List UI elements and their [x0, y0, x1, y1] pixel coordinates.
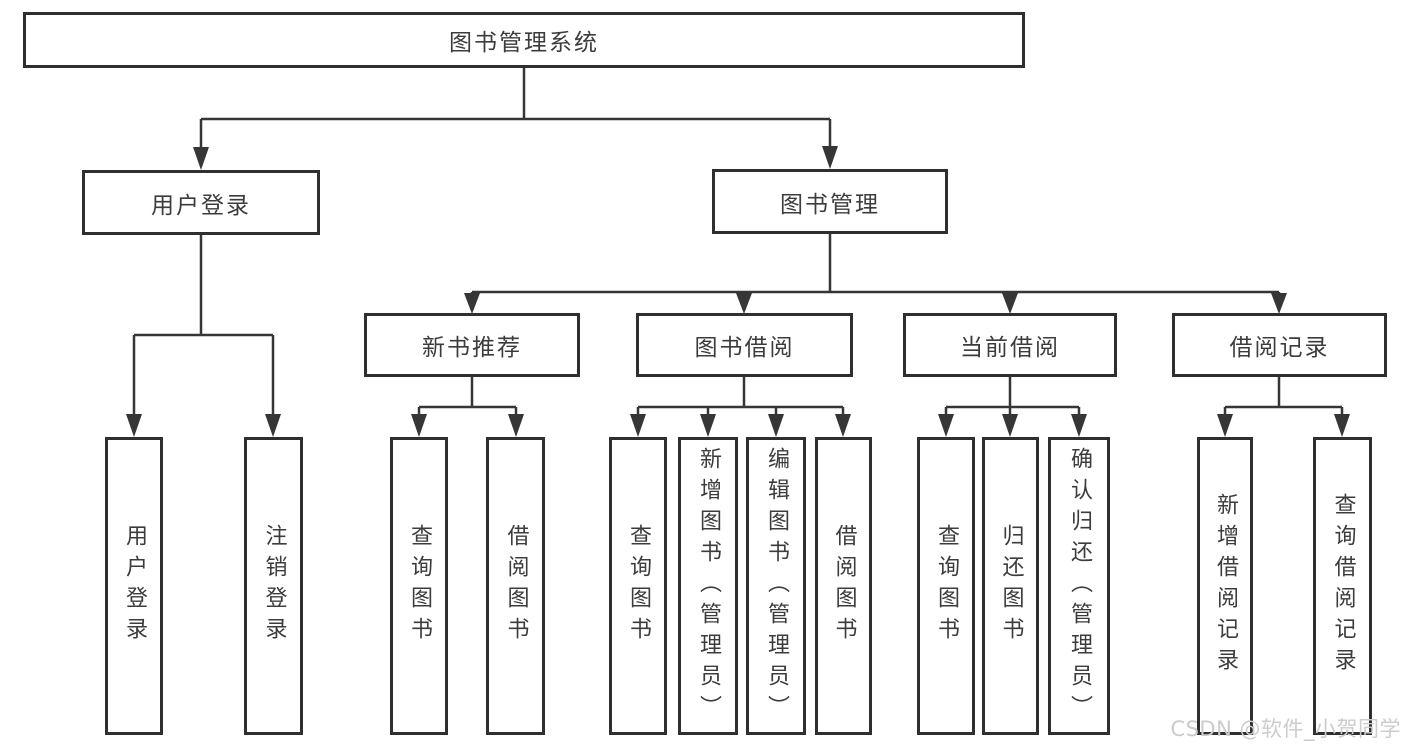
arrowhead-icon	[938, 414, 954, 437]
node-book-management: 图书管理	[712, 169, 948, 234]
arrowheads	[126, 146, 1350, 437]
node-library-system: 图书管理系统	[23, 12, 1025, 68]
arrowhead-icon	[630, 414, 646, 437]
connector-currentborrow-to-leaves	[944, 377, 1081, 416]
arrowhead-icon	[835, 414, 851, 437]
leaf-label: 归还图书	[998, 524, 1024, 648]
arrowhead-icon	[411, 414, 427, 437]
arrowhead-icon	[1002, 414, 1018, 437]
node-add-borrow-record: 新增借阅记录	[1197, 437, 1253, 735]
leaf-label: 新增借阅记录	[1213, 493, 1238, 679]
node-borrowing-records: 借阅记录	[1172, 313, 1387, 377]
connector-root-to-level2	[199, 68, 832, 149]
arrowhead-icon	[265, 414, 281, 437]
node-confirm-return-admin: 确认归还（管理员）	[1048, 437, 1110, 735]
arrowhead-icon	[822, 146, 838, 169]
node-query-books-recommend: 查询图书	[390, 437, 448, 735]
leaf-label: 编辑图书（管理员）	[764, 446, 789, 726]
connector-records-to-leaves	[1223, 377, 1344, 416]
leaf-label: 查询图书	[934, 524, 959, 648]
node-user-login: 用户登录	[82, 170, 320, 235]
arrowhead-icon	[1334, 414, 1350, 437]
leaf-label: 用户登录	[122, 524, 147, 648]
leaf-label: 查询图书	[407, 524, 432, 648]
node-edit-books-admin: 编辑图书（管理员）	[746, 437, 806, 735]
node-query-books-current: 查询图书	[917, 437, 975, 735]
leaf-label: 新增图书（管理员）	[696, 446, 721, 726]
arrowhead-icon	[1071, 414, 1087, 437]
node-query-books-borrow: 查询图书	[609, 437, 667, 735]
leaf-label: 查询借阅记录	[1330, 493, 1356, 679]
node-user-login-leaf: 用户登录	[105, 437, 163, 735]
leaf-label: 注销登录	[261, 524, 287, 648]
node-borrow-books: 借阅图书	[815, 437, 872, 735]
arrowhead-icon	[736, 293, 752, 314]
csdn-watermark: CSDN @软件_小贺同学	[1170, 717, 1401, 741]
node-book-borrowing: 图书借阅	[636, 313, 853, 377]
node-logout: 注销登录	[244, 437, 303, 735]
arrowhead-icon	[126, 414, 142, 437]
node-new-book-recommend: 新书推荐	[364, 313, 580, 377]
node-return-books: 归还图书	[982, 437, 1039, 735]
connector-newbook-to-leaves	[417, 377, 518, 416]
connector-userlogin-to-leaves	[132, 235, 275, 416]
arrowhead-icon	[1002, 293, 1018, 314]
node-add-books-admin: 新增图书（管理员）	[678, 437, 738, 735]
arrowhead-icon	[1271, 293, 1287, 314]
leaf-label: 借阅图书	[831, 524, 857, 648]
connector-bookmgmt-to-level3	[470, 234, 1281, 296]
leaf-label: 确认归还（管理员）	[1067, 446, 1092, 726]
arrowhead-icon	[193, 147, 209, 170]
arrowhead-icon	[508, 414, 524, 437]
arrowhead-icon	[768, 414, 784, 437]
arrowhead-icon	[700, 414, 716, 437]
leaf-label: 查询图书	[626, 524, 651, 648]
arrowhead-icon	[464, 293, 480, 314]
node-current-borrowing: 当前借阅	[903, 313, 1117, 377]
connector-bookborrow-to-leaves	[636, 377, 845, 416]
leaf-label: 借阅图书	[503, 524, 529, 648]
node-query-borrow-record: 查询借阅记录	[1313, 437, 1372, 735]
arrowhead-icon	[1217, 414, 1233, 437]
node-borrow-books-recommend: 借阅图书	[486, 437, 545, 735]
